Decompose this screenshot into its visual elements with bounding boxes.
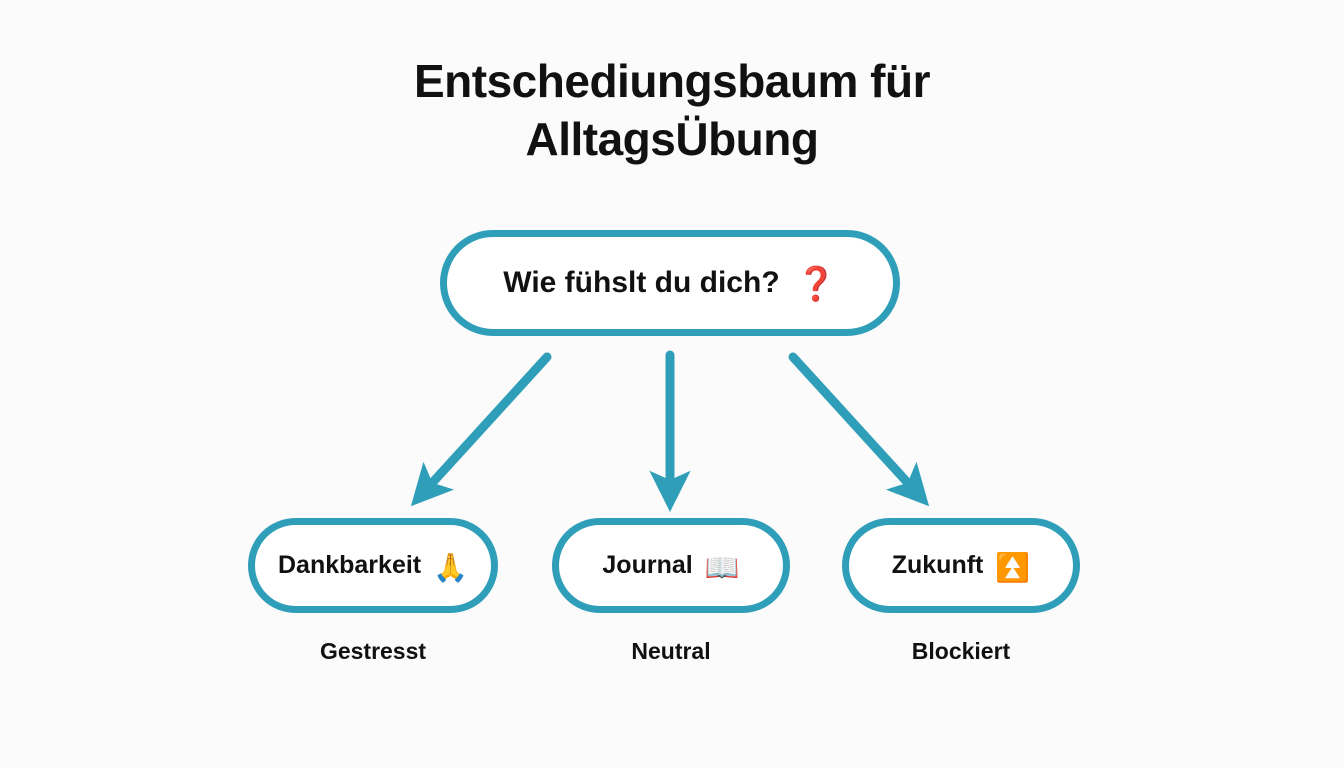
double-up-arrow-icon: ⏫ — [995, 551, 1031, 584]
node-root-label: Wie fühslt du dich? — [503, 266, 780, 299]
branch-caption-neutral: Neutral — [631, 638, 711, 664]
node-journal-label: Journal — [602, 551, 693, 579]
arrow-to-zukunft — [788, 352, 930, 507]
arrow-to-dankbarkeit — [410, 352, 552, 507]
node-zukunft-label: Zukunft — [891, 551, 984, 579]
open-book-icon: 📖 — [704, 551, 740, 584]
question-mark-icon: ❓ — [795, 264, 837, 303]
page-title-line-2: AlltagsÜbung — [525, 113, 819, 165]
node-dankbarkeit-label: Dankbarkeit — [278, 551, 422, 579]
node-journal[interactable]: Journal 📖 — [552, 518, 790, 613]
page-title: Entschediungsbaum für AlltagsÜbung — [0, 52, 1344, 168]
branch-caption-blockiert: Blockiert — [911, 638, 1011, 664]
node-zukunft[interactable]: Zukunft ⏫ — [842, 518, 1080, 613]
branch-caption-gestresst: Gestresst — [319, 638, 427, 664]
page-title-line-1: Entschediungsbaum für — [414, 55, 930, 107]
node-dankbarkeit[interactable]: Dankbarkeit 🙏 — [248, 518, 498, 613]
folded-hands-icon: 🙏 — [433, 551, 468, 584]
node-root-question[interactable]: Wie fühslt du dich? ❓ — [440, 230, 900, 336]
